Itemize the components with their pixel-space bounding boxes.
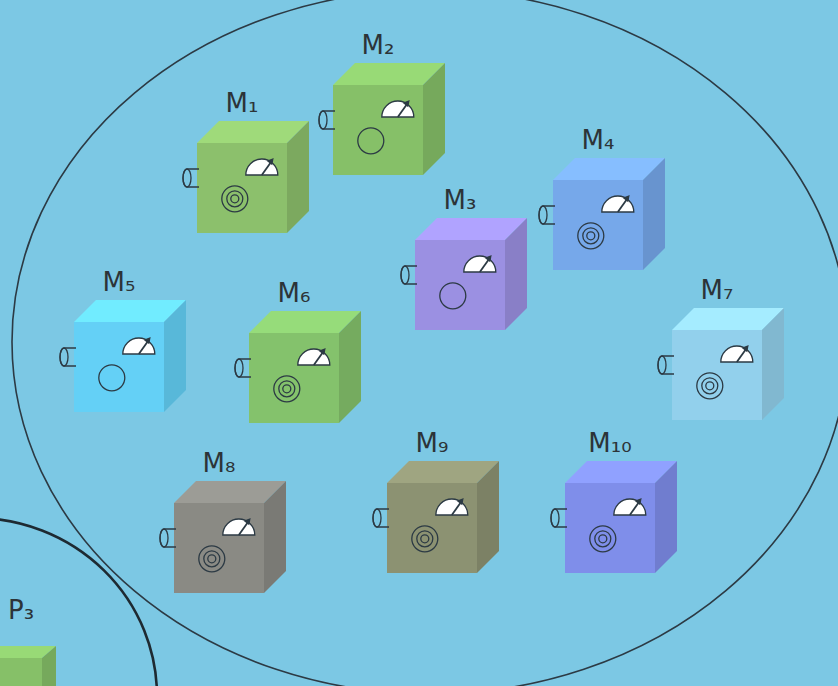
node-label: M₉ xyxy=(416,428,449,458)
gauge-symbol xyxy=(464,256,496,272)
machine-cube: M₅ xyxy=(64,267,189,417)
gauge-symbol xyxy=(602,196,634,212)
knob-symbol xyxy=(401,266,417,284)
machine-cube xyxy=(0,646,56,686)
node-label: M₁₀ xyxy=(588,428,631,458)
knob-symbol xyxy=(539,206,555,224)
gauge-symbol xyxy=(436,499,468,515)
machine-cube: M₇ xyxy=(662,275,787,425)
dial-symbol xyxy=(274,376,300,402)
knob-symbol xyxy=(373,509,389,527)
node-label: M₁ xyxy=(226,88,259,118)
knob-symbol xyxy=(183,169,199,187)
region-ellipse xyxy=(0,500,175,686)
cube-body xyxy=(553,158,665,270)
knob-symbol xyxy=(658,356,674,374)
dial-symbol xyxy=(590,526,616,552)
gauge-symbol xyxy=(298,349,330,365)
dial-symbol xyxy=(412,526,438,552)
knob-symbol xyxy=(160,529,176,547)
dial-symbol xyxy=(358,128,384,154)
gauge-symbol xyxy=(382,101,414,117)
gauge-symbol xyxy=(123,338,155,354)
gauge-symbol xyxy=(246,159,278,175)
node-label: M₅ xyxy=(103,267,136,297)
cube-body xyxy=(249,311,361,423)
knob-symbol xyxy=(319,111,335,129)
group-ellipse xyxy=(12,0,838,686)
cube-body xyxy=(174,481,286,593)
node-label: M₇ xyxy=(701,275,734,305)
dial-symbol xyxy=(578,223,604,249)
machine-cube: M₂ xyxy=(323,30,448,180)
machine-cube: M₁₀ xyxy=(555,428,680,578)
node-label: M₆ xyxy=(278,278,311,308)
machine-cube: M₉ xyxy=(377,428,502,578)
machine-cube: M₄ xyxy=(543,125,668,275)
node-label: M₃ xyxy=(444,185,477,215)
gauge-symbol xyxy=(614,499,646,515)
process-region: P₃ xyxy=(0,500,175,686)
knob-symbol xyxy=(235,359,251,377)
machine-cube: M₆ xyxy=(239,278,364,428)
gauge-symbol xyxy=(721,346,753,362)
knob-symbol xyxy=(60,348,76,366)
cube-body xyxy=(387,461,499,573)
machine-cube: M₁ xyxy=(187,88,312,238)
dial-symbol xyxy=(440,283,466,309)
node-label: P₃ xyxy=(8,595,34,625)
cube-body xyxy=(333,63,445,175)
machine-cube: M₃ xyxy=(405,185,530,335)
gauge-symbol xyxy=(223,519,255,535)
node-label: M₈ xyxy=(203,448,236,478)
dial-symbol xyxy=(222,186,248,212)
node-label: M₂ xyxy=(362,30,395,60)
machine-cube: M₈ xyxy=(164,448,289,598)
cube-body xyxy=(565,461,677,573)
dial-symbol xyxy=(199,546,225,572)
node-label: M₄ xyxy=(582,125,615,155)
cube-body xyxy=(74,300,186,412)
cube-body xyxy=(197,121,309,233)
dial-symbol xyxy=(99,365,125,391)
knob-symbol xyxy=(551,509,567,527)
cube-body xyxy=(415,218,527,330)
dial-symbol xyxy=(697,373,723,399)
cube-body xyxy=(672,308,784,420)
